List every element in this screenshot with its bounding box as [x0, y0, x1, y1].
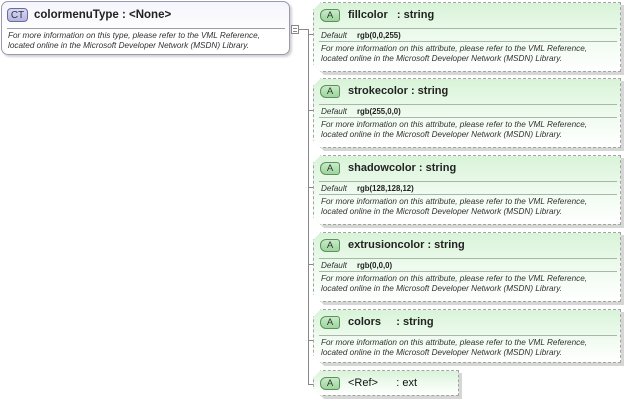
- attribute-name: fillcolor : string: [348, 9, 435, 21]
- attribute-name: extrusioncolor : string: [348, 239, 465, 251]
- complex-type-icon: CT: [7, 8, 28, 22]
- divider: [319, 181, 617, 182]
- default-row: Default rgb(0,0,255): [321, 31, 401, 40]
- default-value: rgb(0,0,255): [356, 31, 401, 40]
- divider: [319, 271, 617, 272]
- description-line: located online in the Microsoft Develope…: [8, 41, 250, 50]
- divider: [319, 41, 617, 42]
- default-value: rgb(128,128,12): [356, 184, 414, 193]
- divider: [319, 117, 617, 118]
- complex-type-description: For more information on this type, pleas…: [8, 31, 260, 51]
- divider: [319, 28, 617, 29]
- connector-line: [308, 110, 316, 111]
- description-line: located online in the Microsoft Develope…: [321, 284, 563, 293]
- description-line: For more information on this attribute, …: [321, 197, 588, 206]
- connector-line: [308, 34, 316, 35]
- connector-line: [308, 384, 316, 385]
- description-line: located online in the Microsoft Develope…: [321, 54, 563, 63]
- default-row: Default rgb(128,128,12): [321, 184, 414, 193]
- description-line: located online in the Microsoft Develope…: [321, 207, 563, 216]
- attribute-name: shadowcolor : string: [348, 162, 457, 174]
- attribute-icon: A: [320, 9, 340, 22]
- divider: [319, 194, 617, 195]
- attribute-name: <Ref> : ext: [348, 377, 418, 389]
- divider: [319, 335, 617, 336]
- default-label: Default: [321, 261, 347, 270]
- description-line: located online in the Microsoft Develope…: [321, 130, 563, 139]
- description-line: For more information on this attribute, …: [321, 120, 588, 129]
- divider: [319, 104, 617, 105]
- default-value: rgb(255,0,0): [356, 107, 401, 116]
- description-line: For more information on this type, pleas…: [8, 31, 260, 40]
- description-line: located online in the Microsoft Develope…: [321, 348, 563, 357]
- attribute-description: For more information on this attribute, …: [321, 120, 587, 140]
- connector-line: [308, 340, 316, 341]
- attribute-icon: A: [320, 377, 340, 390]
- connector-line: [299, 29, 308, 30]
- attribute-name: colors : string: [348, 316, 434, 328]
- description-line: For more information on this attribute, …: [321, 44, 588, 53]
- divider: [7, 28, 285, 29]
- attribute-description: For more information on this attribute, …: [321, 44, 587, 64]
- description-line: For more information on this attribute, …: [321, 274, 588, 283]
- connector-line: [308, 187, 316, 188]
- default-label: Default: [321, 31, 347, 40]
- complex-type-title: colormenuType : <None>: [34, 9, 172, 21]
- attribute-ref[interactable]: A <Ref> : ext: [313, 370, 459, 396]
- default-row: Default rgb(0,0,0): [321, 261, 392, 270]
- attribute-description: For more information on this attribute, …: [321, 274, 587, 294]
- attribute-description: For more information on this attribute, …: [321, 338, 587, 358]
- collapse-toggle-icon[interactable]: [291, 25, 299, 34]
- default-value: rgb(0,0,0): [356, 261, 393, 270]
- default-row: Default rgb(255,0,0): [321, 107, 401, 116]
- default-label: Default: [321, 107, 347, 116]
- connector-line: [308, 264, 316, 265]
- connector-line: [308, 29, 309, 384]
- attribute-icon: A: [320, 316, 340, 329]
- description-line: For more information on this attribute, …: [321, 338, 588, 347]
- attribute-icon: A: [320, 239, 340, 252]
- attribute-icon: A: [320, 85, 340, 98]
- complex-type-header: CT colormenuType : <None>: [7, 6, 171, 24]
- attribute-icon: A: [320, 162, 340, 175]
- attribute-description: For more information on this attribute, …: [321, 197, 587, 217]
- complex-type-box[interactable]: CT colormenuType : <None> For more infor…: [1, 1, 290, 55]
- default-label: Default: [321, 184, 347, 193]
- divider: [319, 258, 617, 259]
- attribute-name: strokecolor : string: [348, 85, 449, 97]
